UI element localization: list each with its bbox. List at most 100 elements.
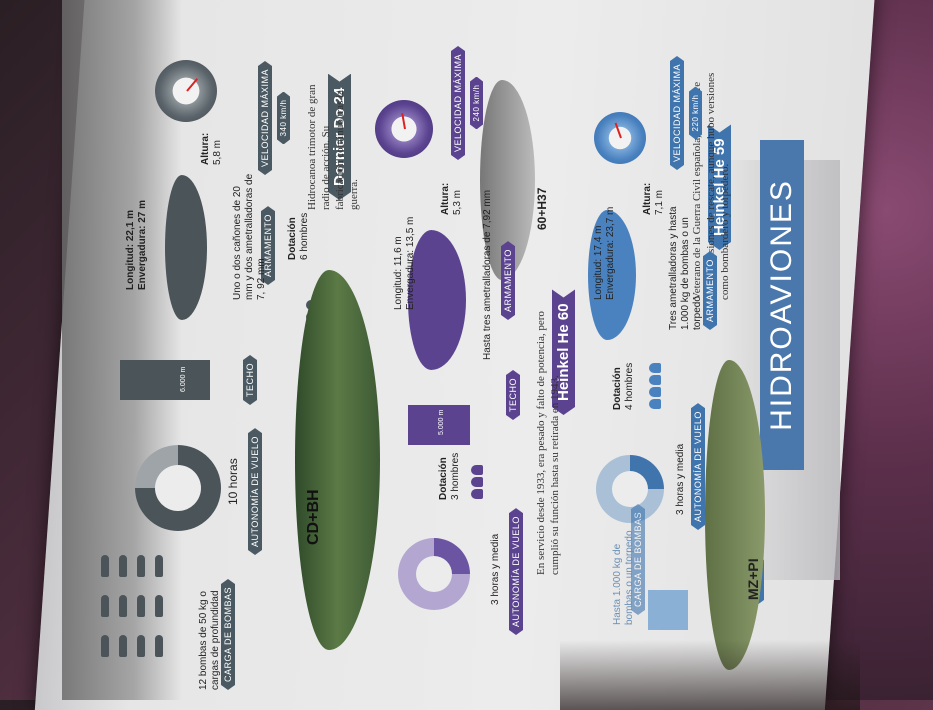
do24-ceiling-tag: TECHO [240, 355, 258, 405]
crew-icon [649, 375, 661, 385]
donut-hole [155, 465, 201, 511]
height-value: 5,8 m [212, 139, 223, 165]
he60-speed: VELOCIDAD MÁXIMA 240 km/h [448, 46, 484, 160]
crew-label: Dotación [438, 457, 449, 500]
gauge-needle [401, 113, 406, 130]
page-title: HIDROAVIONES [760, 140, 804, 470]
do24-range-donut [135, 445, 221, 531]
range-label: AUTONOMÍA DE VUELO [509, 508, 523, 635]
crew-value: 4 hombres [624, 362, 635, 410]
crew-label: Dotación [612, 367, 623, 410]
crew-value: 6 hombres [299, 212, 310, 260]
he59-speed-value: 220 km/h [689, 87, 702, 140]
height-value: 7,1 m [654, 189, 665, 215]
he60-armament: Hasta tres ametralladoras de 7,92 mm [482, 189, 493, 360]
speed-value: 240 km/h [470, 77, 483, 130]
do24-speed-gauge [155, 60, 217, 122]
crew-icon [649, 363, 661, 373]
wingspan: Envergadura: 23,7 m [605, 206, 616, 300]
he59-range-value: 3 horas y media [675, 443, 686, 515]
bomb-icon [119, 555, 127, 577]
speed-value: 340 km/h [277, 92, 290, 145]
crew-label: Dotación [287, 217, 298, 260]
do24-illustration [295, 270, 380, 650]
he59-ceiling-bar [648, 590, 688, 630]
donut-hole [416, 556, 452, 592]
range-label: AUTONOMÍA DE VUELO [248, 428, 262, 555]
do24-armament: Uno o dos cañones de 20 mm y dos ametral… [232, 173, 267, 300]
do24-bomb-value: 12 bombas de 50 kg o cargas de profundid… [198, 590, 221, 690]
height-value: 5,3 m [452, 189, 463, 215]
he60-ceiling-tag: TECHO [503, 370, 521, 420]
he59-bomb-value: Hasta 1.000 kg de bombas o un torpedo [612, 530, 635, 625]
bomb-icon [101, 635, 109, 657]
he60-description: En servicio desde 1933, era pesado y fal… [535, 311, 561, 575]
bomb-icon [155, 555, 163, 577]
he59-dimensions: Longitud: 17,4 m Envergadura: 23,7 m [593, 207, 617, 300]
he59-range-donut [596, 455, 664, 523]
bomb-label: CARGA DE BOMBAS [221, 579, 235, 690]
length: Longitud: 17,4 m [593, 225, 604, 301]
he60-height: Altura: 5,3 m [440, 183, 464, 215]
bomb-icon [137, 595, 145, 617]
do24-ceiling-bar: 6.000 m [120, 360, 210, 400]
speed-label: VELOCIDAD MÁXIMA [258, 61, 272, 175]
he60-dimensions: Longitud: 11,6 m Envergadura: 13,5 m [393, 217, 417, 310]
do24-silhouette [165, 175, 207, 320]
bomb-icon [137, 555, 145, 577]
do24-height: Altura: 5,8 m [200, 133, 224, 165]
he60-armament-tag: ARMAMENTO [498, 241, 516, 320]
do24-speed: VELOCIDAD MÁXIMA 340 km/h [255, 61, 291, 175]
he59-marking: MZ+PI [745, 558, 761, 600]
he59-range-tag: AUTONOMÍA DE VUELO [688, 403, 706, 530]
he59-speed-label: VELOCIDAD MÁXIMA [670, 56, 684, 170]
page-shadow [560, 640, 860, 710]
gauge-needle [614, 122, 622, 139]
do24-marking: CD+BH [305, 489, 322, 545]
gauge-needle [186, 78, 199, 92]
do24-description: Hidrocanoa trimotor de gran radio de acc… [306, 84, 360, 210]
bomb-icon [101, 555, 109, 577]
armament-label: ARMAMENTO [703, 251, 717, 330]
he59-speed: VELOCIDAD MÁXIMA 220 km/h [667, 56, 703, 170]
ceiling-value: 6.000 m [180, 366, 187, 392]
he60-marking: 60+H37 [535, 187, 549, 230]
height-label: Altura: [440, 182, 451, 215]
wingspan: Envergadura: 13,5 m [405, 216, 416, 310]
he60-speed-gauge [375, 100, 433, 158]
he59-silhouette [588, 210, 636, 340]
bomb-icon [119, 595, 127, 617]
armament-label: ARMAMENTO [501, 241, 515, 320]
wingspan: Envergadura: 27 m [137, 199, 148, 290]
bomb-icon [155, 635, 163, 657]
he60-silhouette [408, 230, 466, 370]
he60-range-donut [398, 538, 470, 610]
crew-icon [649, 387, 661, 397]
he60-crew [470, 464, 489, 500]
he59-armament: Tres ametralladoras y hasta 1.000 kg de … [668, 206, 703, 330]
range-label: AUTONOMÍA DE VUELO [691, 403, 705, 530]
crew-icon [649, 399, 661, 409]
donut-hole [612, 471, 648, 507]
length: Longitud: 11,6 m [393, 236, 404, 310]
do24-crew-text: Dotación 6 hombres [287, 213, 311, 260]
crew-value: 3 hombres [450, 452, 461, 500]
crew-icon [471, 489, 483, 499]
he60-ceiling-bar: 5.000 m [408, 405, 470, 445]
ceiling-label: TECHO [506, 370, 520, 420]
do24-dimensions: Longitud: 22,1 m Envergadura: 27 m [125, 200, 149, 290]
bomb-icon [119, 635, 127, 657]
ceiling-value: 5.000 m [438, 409, 445, 435]
length: Longitud: 22,1 m [125, 210, 136, 290]
do24-range-tag: AUTONOMÍA DE VUELO [245, 428, 263, 555]
crew-icon [471, 477, 483, 487]
he60-range-value: 3 horas y media [490, 533, 501, 605]
he59-illustration [705, 360, 765, 670]
bomb-icon [137, 635, 145, 657]
do24-range-value: 10 horas [226, 458, 240, 505]
bomb-icon [155, 595, 163, 617]
he60-range-tag: AUTONOMÍA DE VUELO [506, 508, 524, 635]
speed-label: VELOCIDAD MÁXIMA [451, 46, 465, 160]
he59-speed-gauge [594, 112, 646, 164]
he59-height: Altura: 7,1 m [642, 183, 666, 215]
